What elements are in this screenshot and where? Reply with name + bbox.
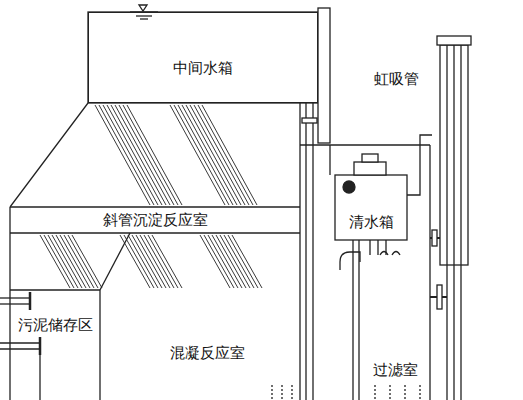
tube-stroke [212,235,242,288]
tube-stroke [178,105,233,205]
tank-box: 清水箱 [336,205,406,239]
node-label: 混凝反应室 [168,344,247,362]
tube-stroke [170,105,225,205]
tube-stroke [128,235,158,288]
tube-stroke [220,235,250,288]
tube-stroke [119,105,174,205]
region-box: 过滤室 [362,356,428,384]
tube-stroke [48,235,78,288]
tube-stroke [152,235,182,288]
settling-body [10,103,300,400]
tube-stroke [115,105,170,205]
part-label: 虹吸管 [372,70,421,89]
tube-stroke [198,105,253,205]
tube-stroke [64,235,94,288]
tube-stroke [182,105,237,205]
tube-stroke [123,105,178,205]
node-label: 斜管沉淀反应室 [101,211,210,229]
node-label: 清水箱 [347,213,396,231]
tube-stroke [52,235,82,288]
tube-stroke [136,235,166,288]
filter-nozzles [272,385,420,400]
tube-stroke [60,235,90,288]
chamber-band: 斜管沉淀反应室 [10,208,300,232]
tube-stroke [186,105,241,205]
tube-stroke [103,105,158,205]
tank-box: 中间水箱 [88,12,318,103]
tube-stroke [148,235,178,288]
node-label: 中间水箱 [171,59,235,77]
tube-stroke [124,235,154,288]
outlet-pipe [302,8,330,400]
tank-outline [88,12,318,103]
region-box: 混凝反应室 [120,338,295,368]
tube-stroke [56,235,86,288]
tube-stroke [174,105,229,205]
tube-stroke [228,235,258,288]
tube-stroke [68,235,98,288]
tube-stroke [224,235,254,288]
tube-stroke [127,105,182,205]
tube-stroke [202,105,257,205]
siphon-pipe [430,36,471,400]
sludge-pipes [0,292,40,400]
region-box: 污泥储存区 [12,310,99,340]
node-label: 过滤室 [371,361,420,379]
tube-stroke [99,105,154,205]
tube-stroke [194,105,249,205]
tube-stroke [107,105,162,205]
tube-stroke [95,105,150,205]
tube-stroke [204,235,234,288]
tube-stroke [120,235,150,288]
tube-stroke [111,105,166,205]
clear-water-tank [335,135,432,400]
filter-housing [300,145,430,400]
tube-stroke [208,235,238,288]
node-label: 污泥储存区 [16,316,95,334]
tube-stroke [190,105,245,205]
tube-stroke [40,235,70,288]
inclined-tubes [40,105,262,288]
tube-stroke [72,235,102,288]
tube-stroke [232,235,262,288]
tube-stroke [132,235,162,288]
tube-stroke [216,235,246,288]
tube-stroke [144,235,174,288]
tube-stroke [140,235,170,288]
tube-stroke [44,235,74,288]
tube-stroke [200,235,230,288]
